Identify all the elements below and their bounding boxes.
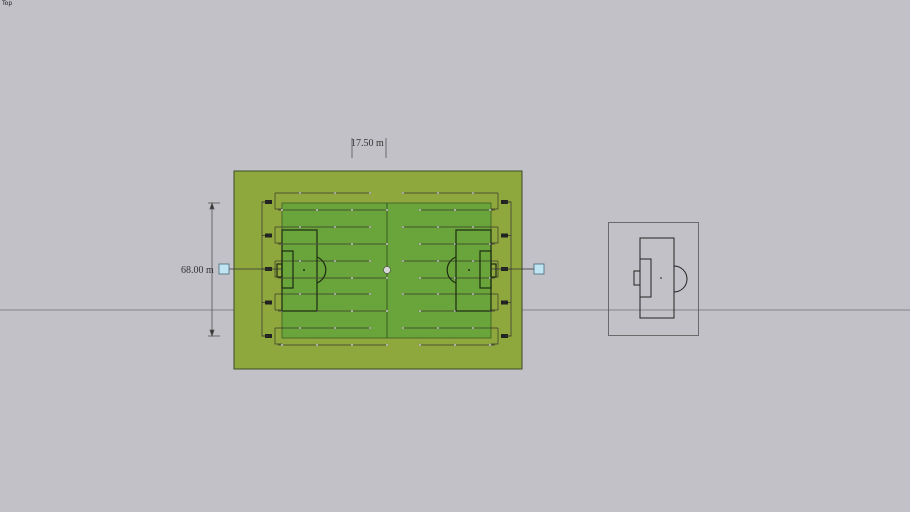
- sprinkler-head: [418, 309, 422, 313]
- sprinkler-head: [385, 276, 389, 280]
- sprinkler-head: [453, 343, 457, 347]
- sprinkler-head: [471, 191, 475, 195]
- sprinkler-head: [368, 191, 372, 195]
- height-dimension-label: 68.00 m: [181, 265, 214, 276]
- sprinkler-head: [401, 292, 405, 296]
- view-name-label: Top: [2, 0, 13, 7]
- sprinkler-icon: [501, 233, 508, 238]
- sprinkler-icon: [501, 334, 508, 338]
- sprinkler-icon: [501, 300, 508, 305]
- sprinkler-head: [350, 208, 354, 212]
- sprinkler-head: [401, 191, 405, 195]
- sprinkler-head: [471, 292, 475, 296]
- sprinkler-head: [298, 292, 302, 296]
- sprinkler-head: [385, 208, 389, 212]
- sprinkler-head: [418, 242, 422, 246]
- right-penalty-area: [446, 229, 497, 312]
- penalty-area-component[interactable]: [608, 222, 699, 336]
- sprinkler-head: [471, 225, 475, 229]
- center-spot: [383, 266, 391, 274]
- sprinkler-head: [436, 292, 440, 296]
- grip-square-icon[interactable]: [533, 263, 545, 275]
- sprinkler-head: [333, 259, 337, 263]
- sprinkler-head: [368, 225, 372, 229]
- sprinkler-head: [368, 259, 372, 263]
- sprinkler-head: [280, 343, 284, 347]
- sprinkler-head: [315, 208, 319, 212]
- sprinkler-head: [401, 326, 405, 330]
- sprinkler-head: [385, 343, 389, 347]
- sprinkler-head: [333, 326, 337, 330]
- sprinkler-icon: [265, 300, 272, 305]
- sprinkler-head: [298, 191, 302, 195]
- sprinkler-head: [401, 259, 405, 263]
- right-penalty-spot: [468, 269, 470, 271]
- left-penalty-area: [276, 229, 327, 312]
- sprinkler-head: [471, 259, 475, 263]
- sprinkler-head: [453, 208, 457, 212]
- sprinkler-head: [436, 225, 440, 229]
- sprinkler-head: [350, 309, 354, 313]
- width-dimension-label: 17.50 m: [351, 138, 384, 149]
- left-penalty-spot: [303, 269, 305, 271]
- sprinkler-head: [418, 276, 422, 280]
- sprinkler-head: [436, 259, 440, 263]
- sprinkler-head: [385, 309, 389, 313]
- sprinkler-icon: [265, 200, 272, 204]
- sprinkler-head: [418, 208, 422, 212]
- width-dimension[interactable]: [351, 138, 387, 158]
- sprinkler-icon: [501, 200, 508, 204]
- sprinkler-head: [488, 208, 492, 212]
- sprinkler-head: [298, 326, 302, 330]
- pipe-bracket: [274, 227, 499, 244]
- sprinkler-head: [418, 343, 422, 347]
- sprinkler-head: [385, 242, 389, 246]
- sprinkler-head: [350, 242, 354, 246]
- sprinkler-head: [471, 326, 475, 330]
- pipe-bracket: [274, 193, 499, 210]
- sprinkler-head: [350, 343, 354, 347]
- sprinkler-icon: [265, 233, 272, 238]
- sprinkler-head: [488, 343, 492, 347]
- sprinkler-head: [401, 225, 405, 229]
- sprinkler-head: [333, 225, 337, 229]
- grip-square-icon[interactable]: [218, 263, 230, 275]
- sprinkler-head: [298, 225, 302, 229]
- sprinkler-head: [350, 276, 354, 280]
- sprinkler-head: [368, 326, 372, 330]
- pipe-bracket: [274, 294, 499, 311]
- sprinkler-head: [298, 259, 302, 263]
- sprinkler-head: [315, 343, 319, 347]
- sprinkler-head: [280, 208, 284, 212]
- sprinkler-head: [368, 292, 372, 296]
- sprinkler-head: [333, 292, 337, 296]
- sprinkler-icon: [265, 334, 272, 338]
- sprinkler-head: [436, 191, 440, 195]
- sprinkler-head: [436, 326, 440, 330]
- sprinkler-head: [333, 191, 337, 195]
- height-dimension[interactable]: [208, 201, 220, 338]
- pipe-bracket: [274, 328, 499, 345]
